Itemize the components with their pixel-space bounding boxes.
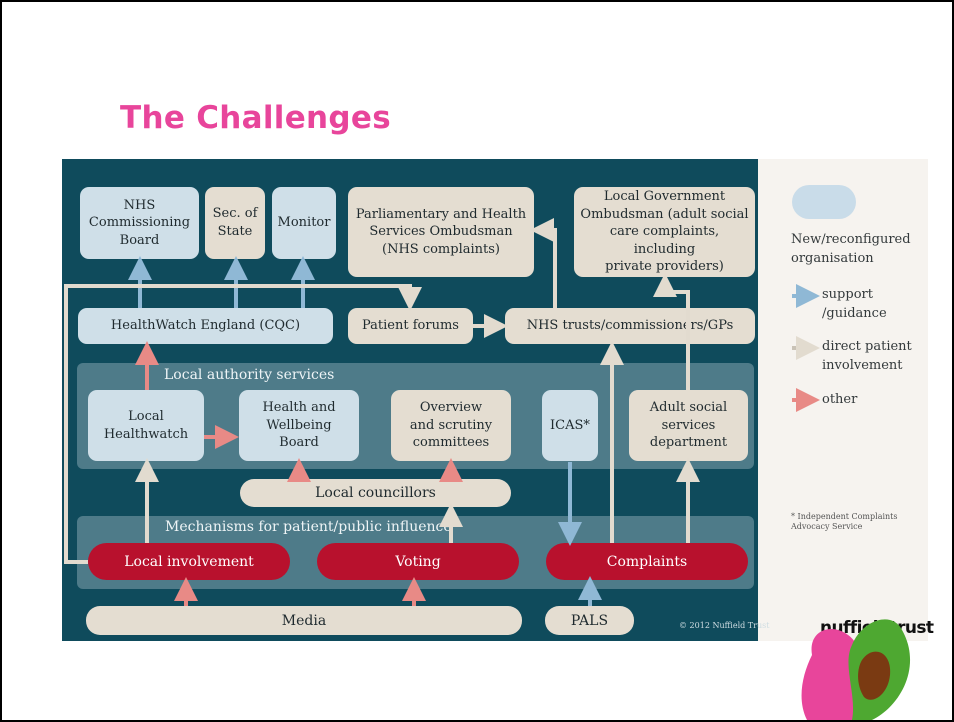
icas-box: ICAS* [542, 390, 598, 461]
local-authority-band-label: Local authority services [164, 367, 335, 383]
legend-other-label: other [822, 392, 858, 407]
legend-new-org-label: New/reconfigured organisation [791, 232, 911, 266]
local-gov-ombudsman-box: Local Government Ombudsman (adult social… [574, 187, 755, 277]
local-councillors-box: Local councillors [240, 479, 511, 507]
patient-forums-box: Patient forums [348, 308, 473, 344]
healthwatch-england-box: HealthWatch England (CQC) [78, 308, 333, 344]
corner-logo-graphic [801, 619, 911, 720]
parliamentary-ombudsman-box: Parliamentary and Health Services Ombuds… [348, 187, 534, 277]
nhs-commissioning-board: NHS Commissioning Board [80, 187, 199, 259]
media-box: Media [86, 606, 522, 635]
slide-title: The Challenges [120, 100, 391, 136]
nhs-trusts-box: NHS trusts/commissioners/GPs [505, 308, 755, 344]
complaints-pill: Complaints [546, 543, 748, 580]
legend-direct-label: direct patient involvement [822, 339, 912, 373]
overview-scrutiny-box: Overview and scrutiny committees [391, 390, 511, 461]
mechanisms-band-label: Mechanisms for patient/public influence [165, 519, 452, 535]
legend-footnote: * Independent Complaints Advocacy Servic… [791, 512, 898, 532]
voting-pill: Voting [317, 543, 519, 580]
pals-box: PALS [545, 606, 634, 635]
adult-social-services-box: Adult social services department [629, 390, 748, 461]
local-involvement-pill: Local involvement [88, 543, 290, 580]
legend-panel [758, 159, 928, 641]
local-healthwatch-box: Local Healthwatch [88, 390, 204, 461]
legend-support-label: support /guidance [822, 287, 887, 321]
copyright-note: © 2012 Nuffield Trust [679, 621, 770, 630]
monitor-box: Monitor [272, 187, 336, 259]
sec-of-state-box: Sec. of State [205, 187, 265, 259]
legend-new-org-swatch [792, 185, 856, 219]
health-wellbeing-board-box: Health and Wellbeing Board [239, 390, 359, 461]
